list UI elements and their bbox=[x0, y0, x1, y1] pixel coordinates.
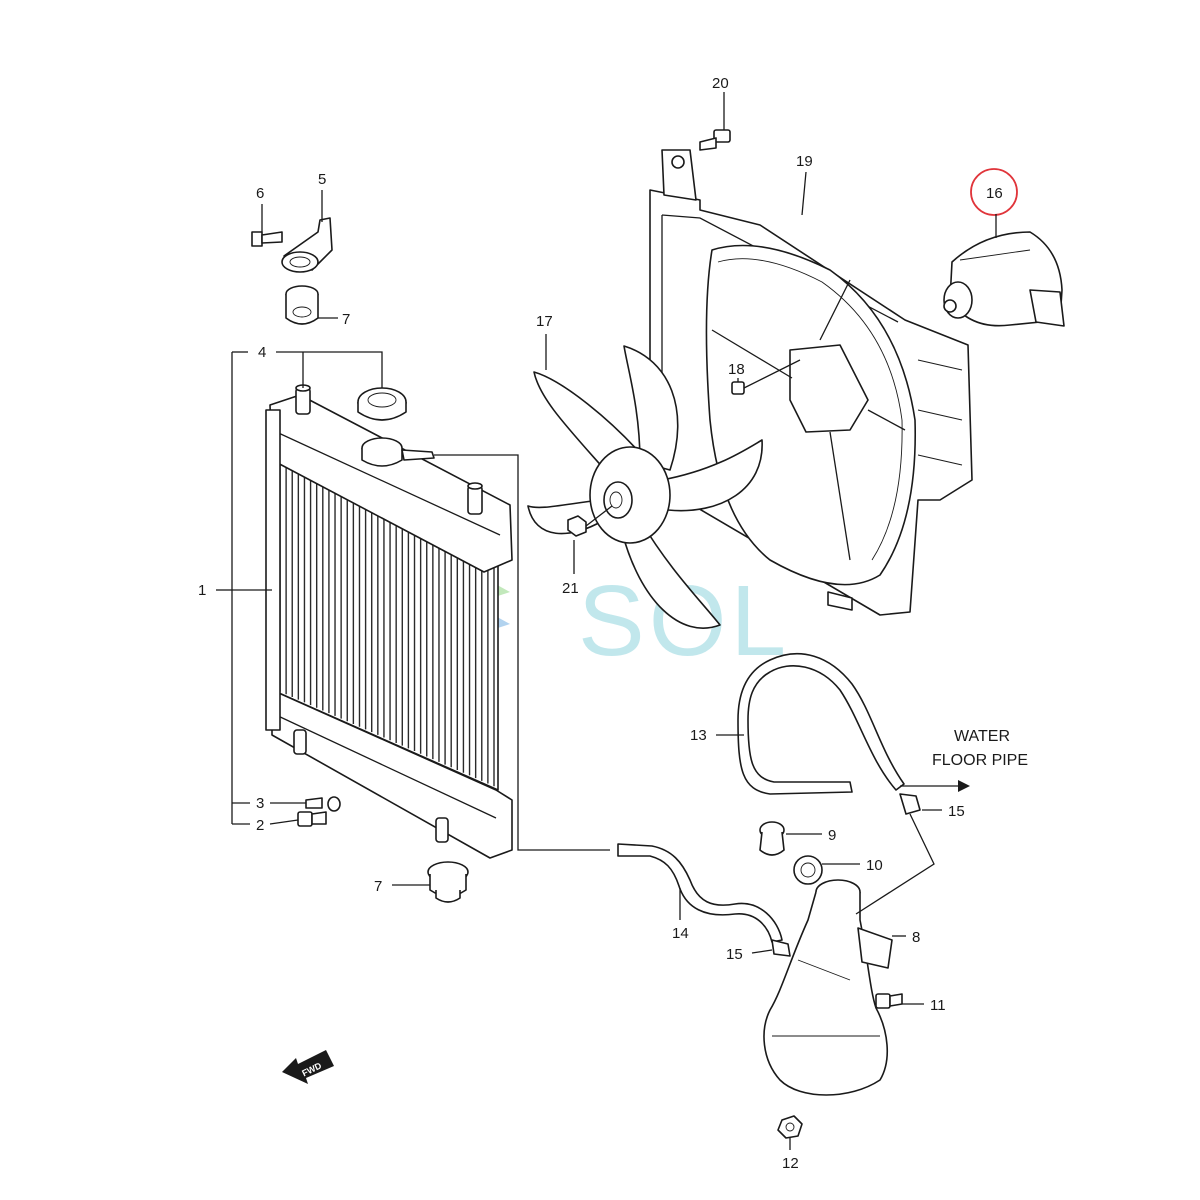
motor-bolt bbox=[731, 381, 745, 395]
callout-labels: 1 2 3 4 5 6 7 7 8 9 10 11 12 13 14 15 15… bbox=[198, 75, 1003, 1172]
callout-4: 4 bbox=[258, 344, 266, 361]
leader-lines bbox=[216, 92, 997, 1150]
reservoir-tank bbox=[763, 879, 893, 1096]
note-line-2: FLOOR PIPE bbox=[932, 752, 1028, 769]
callout-6: 6 bbox=[256, 185, 264, 202]
shroud-bolt-top bbox=[699, 129, 731, 151]
reservoir-seal-10 bbox=[793, 855, 823, 885]
callout-1: 1 bbox=[198, 582, 206, 599]
radiator bbox=[265, 384, 513, 859]
callout-9: 9 bbox=[828, 827, 836, 844]
callout-21: 21 bbox=[562, 580, 579, 597]
reservoir-cap-9 bbox=[759, 821, 785, 856]
highlight-circle bbox=[970, 168, 1018, 216]
bracket-bolt bbox=[251, 231, 283, 247]
callout-8: 8 bbox=[912, 929, 920, 946]
hose-clamp-upper bbox=[899, 793, 921, 815]
callout-7-lower: 7 bbox=[374, 878, 382, 895]
water-floor-pipe-note: WATER FLOOR PIPE bbox=[932, 728, 1028, 769]
callout-17: 17 bbox=[536, 313, 553, 330]
reservoir-bolt-11 bbox=[875, 993, 903, 1009]
radiator-core-fins bbox=[279, 461, 495, 787]
note-line-1: WATER bbox=[954, 728, 1010, 745]
callout-15-upper: 15 bbox=[948, 803, 965, 820]
callout-19: 19 bbox=[796, 153, 813, 170]
callout-18: 18 bbox=[728, 361, 745, 378]
hose-14 bbox=[617, 843, 783, 943]
reservoir-nut-12 bbox=[777, 1115, 803, 1139]
radiator-bracket bbox=[281, 217, 333, 273]
callout-2: 2 bbox=[256, 817, 264, 834]
callout-5: 5 bbox=[318, 171, 326, 188]
fan-blade bbox=[527, 345, 763, 629]
callout-15-lower: 15 bbox=[726, 946, 743, 963]
callout-10: 10 bbox=[866, 857, 883, 874]
radiator-cap bbox=[357, 387, 407, 421]
fan-motor bbox=[943, 231, 1065, 327]
drain-plug bbox=[297, 811, 327, 827]
callout-3: 3 bbox=[256, 795, 264, 812]
hose-clamp-lower bbox=[771, 939, 791, 957]
rubber-mount-upper bbox=[285, 285, 319, 325]
fan-nut bbox=[567, 515, 587, 537]
drain-washer bbox=[305, 796, 341, 812]
callout-16: 16 bbox=[986, 185, 1003, 202]
rubber-mount-lower bbox=[427, 861, 469, 903]
callout-13: 13 bbox=[690, 727, 707, 744]
callout-20: 20 bbox=[712, 75, 729, 92]
callout-11: 11 bbox=[930, 997, 946, 1014]
fan-shroud bbox=[649, 149, 973, 616]
fwd-arrow-icon: FWD bbox=[282, 1050, 334, 1084]
callout-14: 14 bbox=[672, 925, 689, 942]
hose-13 bbox=[737, 652, 905, 795]
callout-7-upper: 7 bbox=[342, 311, 350, 328]
callout-12: 12 bbox=[782, 1155, 799, 1172]
